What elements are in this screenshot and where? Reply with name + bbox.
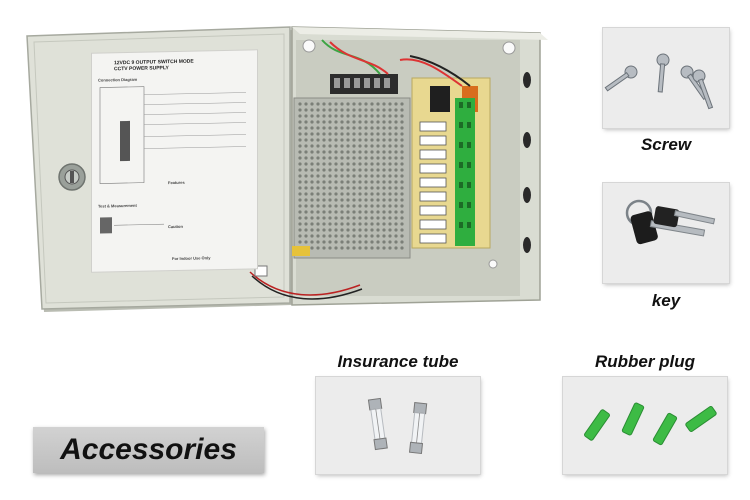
test-diagram: [100, 217, 164, 234]
key-photo: [603, 183, 729, 283]
caption-key: key: [651, 291, 681, 310]
accessories-label: Accessories: [60, 433, 237, 466]
caption-insurance-tube: Insurance tube: [337, 352, 459, 371]
power-supply-box-illustration: [26, 26, 548, 312]
manual-footer: For Indoor Use Only: [172, 255, 211, 262]
insurance-tube-photo: [316, 377, 480, 474]
product-photo: [0, 0, 560, 320]
caption-screw: Screw: [640, 135, 692, 154]
connection-diagram: [99, 86, 246, 184]
fuse-illustration: [367, 397, 428, 455]
caption-rubber-plug: Rubber plug: [594, 352, 696, 371]
accessories-banner: Accessories: [33, 427, 264, 473]
manual-section-features: Features: [168, 179, 185, 186]
screw-photo: [603, 28, 729, 128]
fuse-row: [419, 121, 447, 244]
terminal-blocks: [455, 98, 475, 246]
key-illustration: [625, 199, 716, 245]
instruction-sheet: 12VDC 9 OUTPUT SWITCH MODE CCTV POWER SU…: [92, 50, 257, 272]
rubber-plug-photo: [563, 377, 727, 474]
manual-section-connection: Connection Diagram: [98, 76, 138, 83]
screw-illustration: [604, 53, 714, 110]
manual-section-caution: Caution: [168, 223, 183, 230]
rubber-plug-illustration: [584, 402, 717, 446]
manual-title-line2: CCTV POWER SUPPLY: [114, 65, 169, 73]
manual-section-test: Test & Measurement: [98, 202, 137, 209]
